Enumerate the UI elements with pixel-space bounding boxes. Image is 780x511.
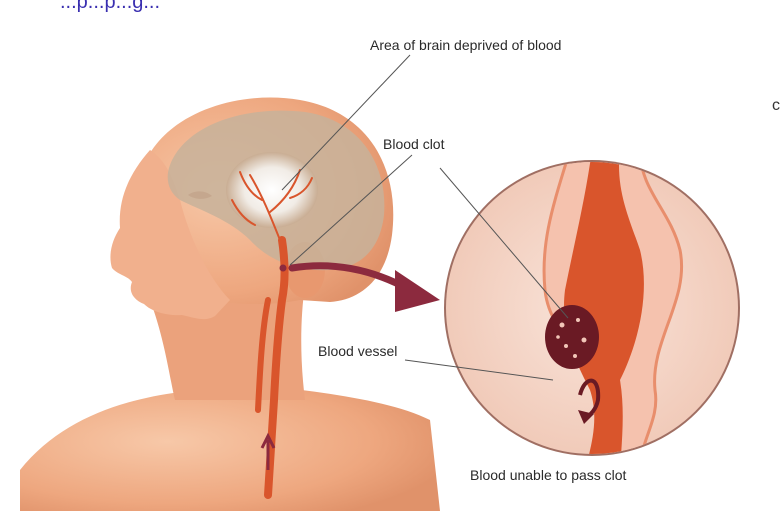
partial-side-text: c <box>772 97 780 115</box>
label-blood-vessel: Blood vessel <box>318 343 397 359</box>
magnified-view <box>444 150 740 470</box>
blood-clot <box>545 305 599 369</box>
label-blood-clot: Blood clot <box>383 136 444 152</box>
magnify-arrow-head <box>395 270 440 312</box>
label-brain-area: Area of brain deprived of blood <box>370 37 561 53</box>
human-figure <box>20 98 440 511</box>
shoulders <box>20 385 440 511</box>
clot-location-dot <box>280 265 287 272</box>
partial-header-text: ...p...p...g... <box>60 0 160 14</box>
label-blocked-flow: Blood unable to pass clot <box>470 467 626 483</box>
